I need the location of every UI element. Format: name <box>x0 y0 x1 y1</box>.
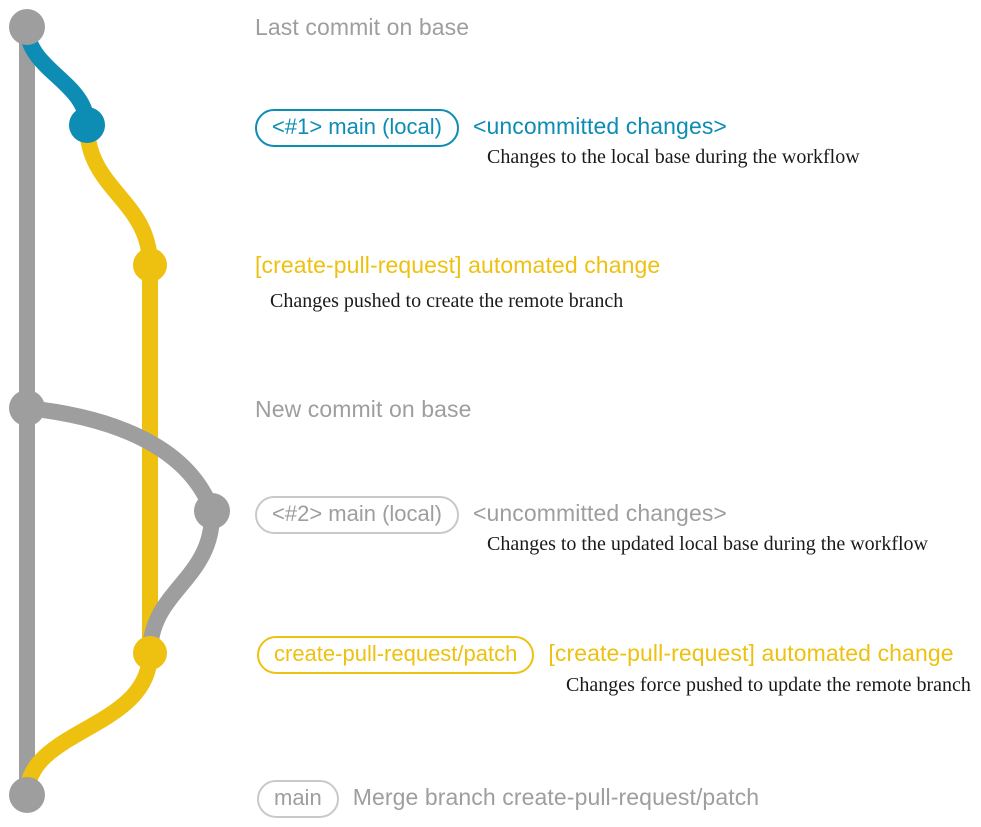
commit-description-patch-create: Changes pushed to create the remote bran… <box>270 290 624 312</box>
commit-node-base-new[interactable] <box>9 390 45 426</box>
commit-row-patch-force: create-pull-request/patch [create-pull-r… <box>257 636 954 674</box>
commit-row-base-new: New commit on base <box>255 396 472 423</box>
commit-subject: <uncommitted changes> <box>472 113 727 139</box>
commit-node-base-head[interactable] <box>9 9 45 45</box>
edge-local1-to-patch-create <box>79 117 158 273</box>
edge-base-to-local2 <box>19 400 220 519</box>
commit-node-local-2[interactable] <box>194 493 230 529</box>
commit-row-local-2: <#2> main (local) <uncommitted changes> <box>255 496 727 534</box>
edge-local2-to-patch-force <box>142 503 221 661</box>
commit-subject: <uncommitted changes> <box>472 500 727 526</box>
commit-node-patch-create[interactable] <box>133 248 167 282</box>
commit-node-local-1[interactable] <box>69 107 105 143</box>
edge-patch-to-merge <box>19 645 158 803</box>
commit-subject: Merge branch create-pull-request/patch <box>352 784 760 810</box>
commit-description-patch-force: Changes force pushed to update the remot… <box>566 674 971 696</box>
branch-badge-create-pull-request-patch[interactable]: create-pull-request/patch <box>257 636 535 674</box>
branch-badge-main-local-2[interactable]: <#2> main (local) <box>255 496 459 534</box>
commit-subject: Last commit on base <box>255 14 470 40</box>
branch-badge-main-local-1[interactable]: <#1> main (local) <box>255 109 459 147</box>
commit-node-patch-force[interactable] <box>133 636 167 670</box>
commit-description-local-1: Changes to the local base during the wor… <box>487 146 860 168</box>
commit-description-local-2: Changes to the updated local base during… <box>487 533 928 555</box>
commit-row-local-1: <#1> main (local) <uncommitted changes> <box>255 109 727 147</box>
commit-row-base-merge: main Merge branch create-pull-request/pa… <box>257 780 759 818</box>
commit-subject: New commit on base <box>255 396 472 422</box>
commit-subject: [create-pull-request] automated change <box>548 640 954 666</box>
commit-node-base-merge[interactable] <box>9 777 45 813</box>
commit-subject: [create-pull-request] automated change <box>255 252 661 278</box>
commit-row-base-head: Last commit on base <box>255 14 469 41</box>
commit-row-patch-create: [create-pull-request] automated change <box>255 252 660 279</box>
branch-badge-main[interactable]: main <box>257 780 339 818</box>
